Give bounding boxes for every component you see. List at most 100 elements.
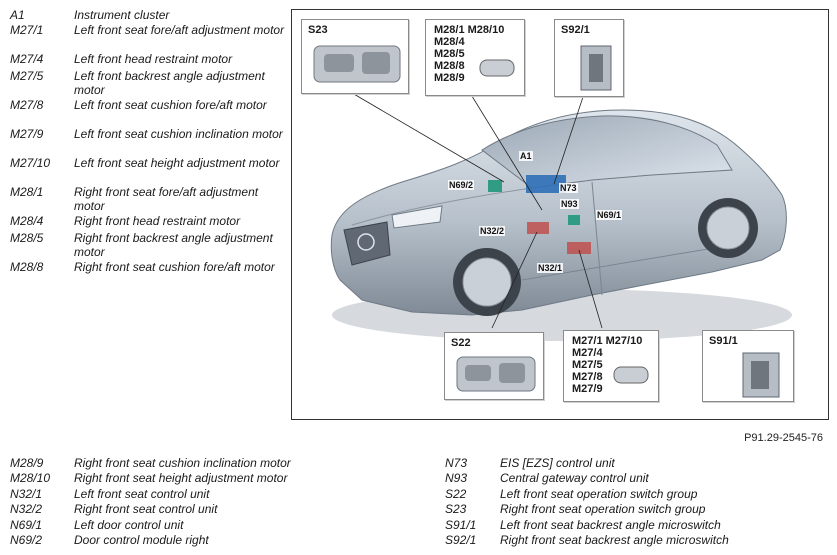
door-line <box>591 181 603 296</box>
callout-title: S22 <box>451 337 471 349</box>
legend-desc: Right front seat fore/aft adjustment mot… <box>74 185 259 213</box>
car-label-n32-2: N32/2 <box>479 226 506 236</box>
legend-desc: Right front backrest angle adjustment mo… <box>74 231 273 259</box>
callout-item: M28/4 <box>434 36 465 48</box>
component-n93 <box>568 215 580 225</box>
callout-m27: M27/1 M27/10 M27/4 M27/5 M27/8 M27/9 <box>563 330 659 402</box>
legend-bottom-right: N73 EIS [EZS] control unit N93 Central g… <box>445 456 825 551</box>
legend-desc: Right front seat control unit <box>74 502 218 516</box>
sill-line <box>521 244 733 281</box>
front-wheel-rim <box>462 257 512 307</box>
car-label-a1: A1 <box>519 151 533 161</box>
legend-desc: Central gateway control unit <box>500 471 649 485</box>
legend-desc: Left front head restraint motor <box>74 52 233 66</box>
legend-code: M27/5 <box>10 69 44 83</box>
callout-item: M27/5 <box>572 359 603 371</box>
legend-desc: Right front seat cushion inclination mot… <box>74 456 291 470</box>
car-illustration <box>330 69 792 341</box>
callout-list: M27/1 M27/10 M27/4 M27/5 M27/8 M27/9 <box>572 335 642 395</box>
legend-code: N32/2 <box>10 502 43 516</box>
callout-s22: S22 <box>444 332 544 400</box>
callout-title: S91/1 <box>709 335 738 347</box>
seat-switch-icon <box>313 45 401 83</box>
legend-code: M28/4 <box>10 214 44 228</box>
callout-s23: S23 <box>301 19 409 94</box>
legend-desc: Left door control unit <box>74 518 184 532</box>
car-label-n73: N73 <box>559 183 578 193</box>
legend-desc: Left front seat cushion fore/aft motor <box>74 98 267 112</box>
legend-desc: Left front backrest angle adjustment mot… <box>74 69 265 97</box>
callout-item: M28/5 <box>434 48 465 60</box>
hood-line <box>351 187 533 226</box>
car-label-n69-1: N69/1 <box>596 210 623 220</box>
legend-code: M28/9 <box>10 456 44 470</box>
microswitch-icon <box>742 352 780 398</box>
legend-desc: Left front seat operation switch group <box>500 487 698 501</box>
figure-frame: S23 M28/1 M28/10 M28/4 M28/5 M28/8 M28/9… <box>291 9 829 420</box>
legend-code: A1 <box>10 8 25 22</box>
car-grille <box>343 221 391 266</box>
callout-item: M27/1 M27/10 <box>572 335 643 347</box>
legend-code: S92/1 <box>445 533 477 547</box>
legend-code: S91/1 <box>445 518 477 532</box>
headlight <box>391 205 443 229</box>
car-label-n32-1: N32/1 <box>537 263 564 273</box>
rear-wheel-rim <box>706 206 750 250</box>
legend-code: N69/1 <box>10 518 43 532</box>
legend-desc: Left front seat control unit <box>74 487 210 501</box>
legend-code: M27/4 <box>10 52 44 66</box>
figure-id: P91.29-2545-76 <box>744 432 823 444</box>
legend-code: N73 <box>445 456 468 470</box>
motor-icon <box>479 59 515 77</box>
callout-item: M27/4 <box>572 347 603 359</box>
callout-item: M27/8 <box>572 371 603 383</box>
legend-desc: Right front seat height adjustment motor <box>74 471 288 485</box>
component-n32-2 <box>527 222 549 234</box>
legend-desc: Door control module right <box>74 533 209 547</box>
callout-title: S92/1 <box>561 24 590 36</box>
legend-code: S23 <box>445 502 467 516</box>
callout-list: M28/1 M28/10 M28/4 M28/5 M28/8 M28/9 <box>434 24 504 84</box>
callout-s92-1: S92/1 <box>554 19 624 97</box>
legend-desc: Left front seat height adjustment motor <box>74 156 280 170</box>
legend-code: S22 <box>445 487 467 501</box>
legend-desc: Right front head restraint motor <box>74 214 241 228</box>
legend-desc: Right front seat operation switch group <box>500 502 706 516</box>
callout-item: M27/9 <box>572 383 603 395</box>
callout-m28: M28/1 M28/10 M28/4 M28/5 M28/8 M28/9 <box>425 19 525 96</box>
legend-code: M27/1 <box>10 23 44 37</box>
motor-icon <box>613 366 649 384</box>
legend-code: N69/2 <box>10 533 43 547</box>
legend-code: M28/8 <box>10 260 44 274</box>
legend-desc: Right front seat cushion fore/aft motor <box>74 260 275 274</box>
legend-code: M27/8 <box>10 98 44 112</box>
car-windows <box>481 115 733 189</box>
legend-code: M27/9 <box>10 127 44 141</box>
legend-desc: Left front seat cushion inclination moto… <box>74 127 283 141</box>
legend-code: M27/10 <box>10 156 51 170</box>
mercedes-star-icon <box>357 233 375 251</box>
callout-item: M28/8 <box>434 60 465 72</box>
legend-desc: Instrument cluster <box>74 8 170 22</box>
car-label-n69-2: N69/2 <box>448 180 475 190</box>
legend-desc: Left front seat fore/aft adjustment moto… <box>74 23 285 37</box>
callout-item: M28/9 <box>434 72 465 84</box>
callout-title: S23 <box>308 24 328 36</box>
microswitch-icon <box>580 45 612 91</box>
legend-code: M28/1 <box>10 185 44 199</box>
car-label-n93: N93 <box>560 199 579 209</box>
legend-bottom-left: M28/9 Right front seat cushion inclinati… <box>10 456 410 551</box>
component-n32-1 <box>567 242 591 254</box>
legend-code: M28/5 <box>10 231 44 245</box>
legend-desc: Left front seat backrest angle microswit… <box>500 518 721 532</box>
leader-lines <box>346 69 603 329</box>
component-a1 <box>526 175 566 193</box>
legend-desc: EIS [EZS] control unit <box>500 456 615 470</box>
callout-s91-1: S91/1 <box>702 330 794 402</box>
legend-code: M28/10 <box>10 471 51 485</box>
legend-code: N32/1 <box>10 487 43 501</box>
legend-code: N93 <box>445 471 468 485</box>
callout-item: M28/1 M28/10 <box>434 24 505 36</box>
legend-desc: Right front seat backrest angle microswi… <box>500 533 729 547</box>
component-n69-2 <box>488 180 502 192</box>
